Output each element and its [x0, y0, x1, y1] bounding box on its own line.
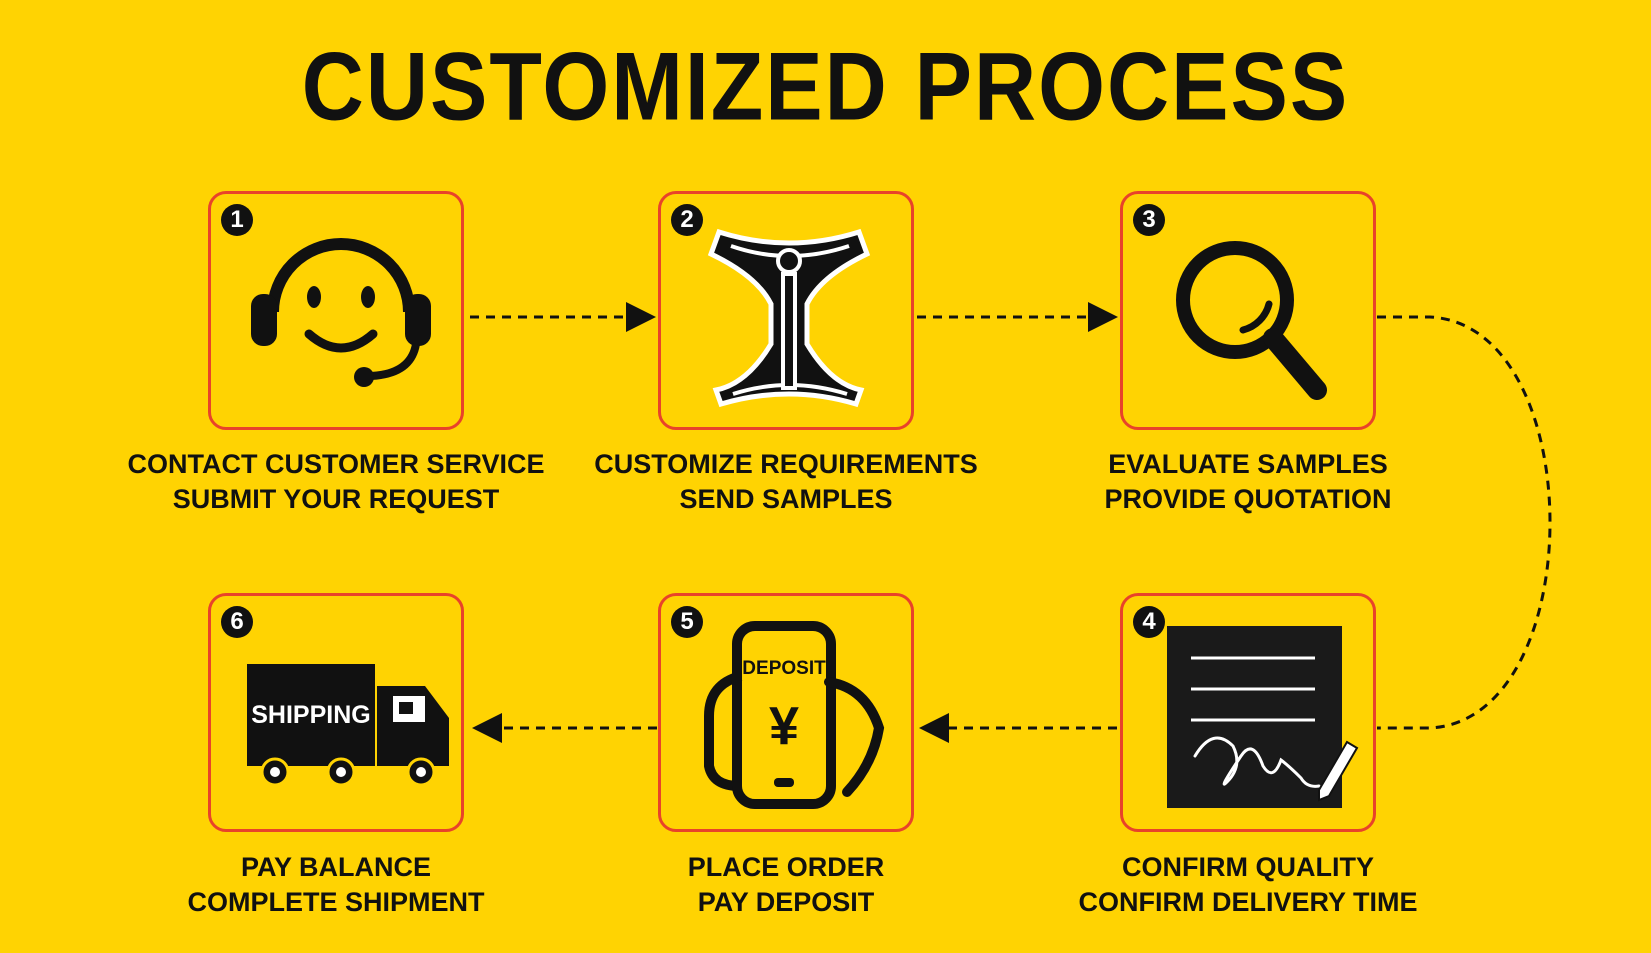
step-number: 6 — [221, 606, 253, 638]
step-3-label: EVALUATE SAMPLES PROVIDE QUOTATION — [1104, 449, 1392, 514]
phone-deposit-icon: DEPOSIT ¥ — [704, 621, 885, 809]
step-5-label: PLACE ORDER PAY DEPOSIT — [687, 852, 885, 917]
step-number: 3 — [1133, 204, 1165, 236]
step-1-box: 1 — [208, 191, 464, 430]
step-number: 1 — [221, 204, 253, 236]
signed-document-icon — [1167, 626, 1359, 808]
step-6-box: 6 SHIPPING — [208, 593, 464, 832]
step-2-box: 2 — [658, 191, 914, 430]
currency-symbol: ¥ — [769, 696, 799, 756]
step-5-box: 5 DEPOSIT ¥ — [658, 593, 914, 832]
headset-smiley-icon — [251, 238, 431, 387]
step-2-label: CUSTOMIZE REQUIREMENTS SEND SAMPLES — [594, 449, 978, 514]
step-6-label: PAY BALANCE COMPLETE SHIPMENT — [187, 852, 485, 917]
step-4-box: 4 — [1120, 593, 1376, 832]
step-number: 5 — [671, 606, 703, 638]
shipping-truck-icon: SHIPPING — [247, 664, 449, 787]
deposit-text: DEPOSIT — [742, 658, 826, 679]
shipping-text: SHIPPING — [251, 701, 370, 729]
step-4-label: CONFIRM QUALITY CONFIRM DELIVERY TIME — [1078, 852, 1418, 917]
step-number: 4 — [1133, 606, 1165, 638]
harness-icon — [707, 228, 871, 408]
step-number: 2 — [671, 204, 703, 236]
arrow-3-to-4-curve — [1377, 315, 1552, 730]
page-title: CUSTOMIZED PROCESS — [301, 33, 1350, 141]
step-3-box: 3 — [1120, 191, 1376, 430]
magnifier-icon — [1176, 241, 1327, 400]
step-1-label: CONTACT CUSTOMER SERVICE SUBMIT YOUR REQ… — [127, 449, 545, 514]
